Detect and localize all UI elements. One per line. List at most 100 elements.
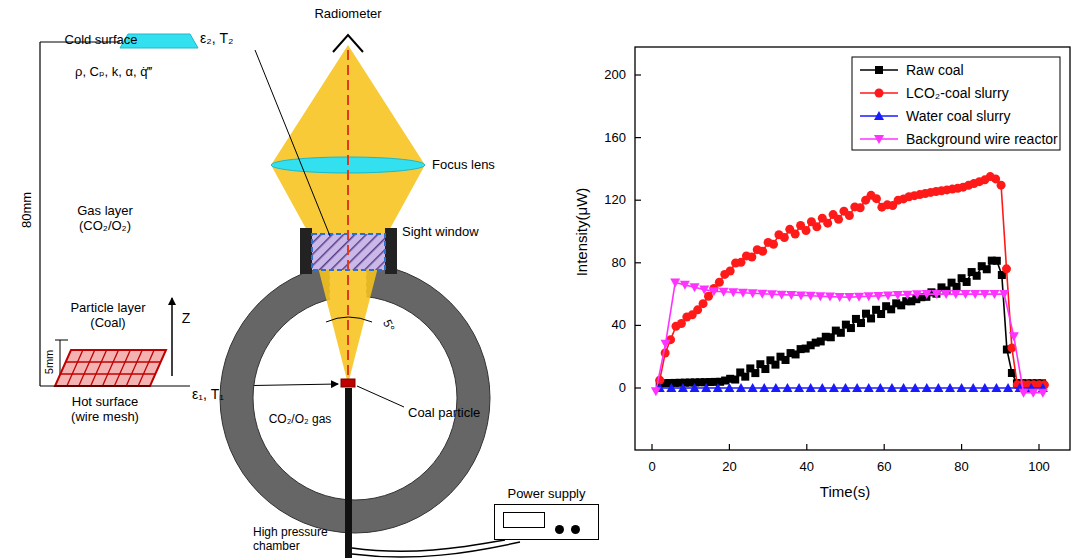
tick-label: 160 <box>604 130 626 145</box>
series-marker <box>699 286 709 295</box>
series-marker <box>796 291 806 300</box>
series-marker <box>844 293 854 302</box>
series-marker <box>701 383 711 392</box>
legend-sample <box>874 111 884 120</box>
power-supply-box <box>494 504 599 540</box>
legend-text: Background wire reactor <box>906 131 1058 147</box>
layer-label: Gas layer (CO₂/O₂) <box>60 204 150 234</box>
symbol-label: ε₁, T₁ <box>192 386 224 402</box>
tick-label: 40 <box>800 460 814 475</box>
series-marker <box>989 290 999 299</box>
series-marker <box>661 340 671 349</box>
x-tick <box>729 444 730 450</box>
series-line <box>656 283 1043 393</box>
series-marker <box>957 383 967 392</box>
series-marker <box>941 290 951 299</box>
series-marker <box>680 281 690 290</box>
series-marker <box>731 376 739 384</box>
tick-label: 0 <box>619 381 626 396</box>
series-marker <box>759 383 769 392</box>
series-marker <box>715 278 724 287</box>
radiometer-eye <box>333 35 363 52</box>
series-marker <box>963 278 971 286</box>
leader-line <box>255 50 330 236</box>
legend-sample <box>874 135 884 144</box>
legend-text: LCO₂-coal slurry <box>906 85 1009 101</box>
series-marker <box>823 219 832 228</box>
series-marker <box>973 272 981 280</box>
tick-label: 60 <box>877 460 891 475</box>
series-marker <box>690 383 700 392</box>
series-marker <box>999 290 1009 299</box>
series-marker <box>771 383 781 392</box>
terminal-knob <box>555 525 564 534</box>
tick-label: 80 <box>954 460 968 475</box>
x-tick <box>1038 444 1039 450</box>
series-marker <box>761 365 769 373</box>
tick-label: 80 <box>612 255 626 270</box>
series-marker <box>837 329 845 337</box>
series-marker <box>893 291 903 300</box>
series-marker <box>845 211 854 220</box>
property-label: ρ, Cₚ, k, α, q̇‴ <box>75 65 152 80</box>
series-marker <box>960 290 970 299</box>
series-line <box>660 177 1045 385</box>
series-marker <box>777 291 787 300</box>
series-marker <box>951 290 961 299</box>
mesh-wire <box>138 350 154 386</box>
series-marker <box>1019 389 1029 398</box>
series-marker <box>757 290 767 299</box>
series-marker <box>736 383 746 392</box>
series-marker <box>899 383 909 392</box>
legend-sample <box>875 66 883 74</box>
series-marker <box>856 203 865 212</box>
coal-particle <box>341 379 355 387</box>
series-marker <box>802 226 811 235</box>
series-marker <box>791 230 800 239</box>
series-marker <box>728 288 738 297</box>
series-marker <box>945 383 955 392</box>
y-tick <box>635 387 641 388</box>
series-marker <box>741 373 749 381</box>
series-marker <box>873 292 883 301</box>
series-marker <box>854 293 864 302</box>
tick-label: 120 <box>604 193 626 208</box>
series-marker <box>834 215 843 224</box>
window-flange <box>300 228 312 274</box>
part-label: High pressure chamber <box>253 526 341 554</box>
series-marker <box>699 299 708 308</box>
series-marker <box>997 181 1006 190</box>
axis-label: Z <box>182 310 191 326</box>
y-tick <box>635 200 641 201</box>
axis-title: Intensity(μW) <box>573 188 590 277</box>
gas-label: CO₂/O₂ gas <box>269 413 332 427</box>
series-marker <box>983 265 991 273</box>
y-tick <box>635 74 641 75</box>
window-flange <box>385 228 397 274</box>
dimension-line <box>39 42 40 386</box>
y-tick <box>635 137 641 138</box>
axis-title: Time(s) <box>820 483 870 500</box>
series-marker <box>1038 389 1048 398</box>
series-marker <box>1002 264 1011 273</box>
series-marker <box>902 291 912 300</box>
series-marker <box>867 314 875 322</box>
y-tick <box>635 262 641 263</box>
series-marker <box>666 383 676 392</box>
series-marker <box>719 288 729 297</box>
angle-arc <box>326 317 372 322</box>
series-marker <box>709 287 719 296</box>
series-marker <box>968 383 978 392</box>
x-tick <box>806 444 807 450</box>
series-marker <box>1028 389 1038 398</box>
series-marker <box>825 293 835 302</box>
angle-label: 5° <box>379 318 396 334</box>
symbol-label: ε₂, T₂ <box>200 30 233 46</box>
series-marker <box>690 283 700 292</box>
series-marker <box>758 247 767 256</box>
series-marker <box>794 383 804 392</box>
layer-label: Particle layer (Coal) <box>68 301 148 331</box>
legend-text: Raw coal <box>906 62 964 78</box>
series-marker <box>771 361 779 369</box>
mesh-wire <box>60 373 155 374</box>
